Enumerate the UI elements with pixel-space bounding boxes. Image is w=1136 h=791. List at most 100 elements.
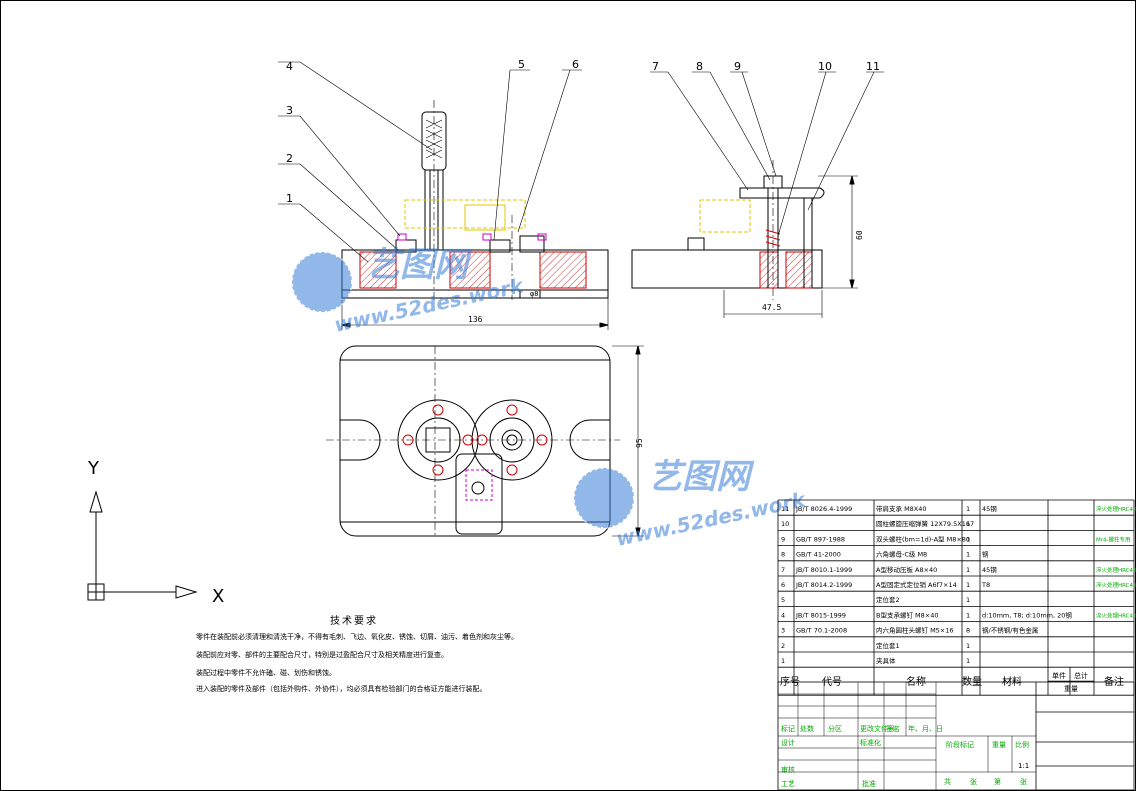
requirement-line-4: 进入装配的零件及部件（包括外购件、外协件），均必须具有检验部门的合格证方能进行装… (196, 685, 487, 693)
bom-cell-qty: 1 (966, 566, 970, 574)
bom-header-weight: 重量 (1064, 685, 1078, 693)
svg-text:比例: 比例 (1015, 740, 1029, 749)
bom-cell-no: 7 (781, 566, 785, 574)
bom-cell-note: 淬火处理HRC40 (1096, 505, 1136, 513)
bom-cell-material: 钢 (982, 551, 989, 559)
bom-cell-material: 45钢 (982, 566, 997, 574)
bom-cell-code: JB/T 8014.2-1999 (795, 581, 852, 589)
bom-cell-qty: 1 (966, 596, 970, 604)
bom-cell-code: GB/T 897-1988 (796, 535, 845, 543)
bom-cell-name: 定位套1 (876, 641, 900, 650)
bom-cell-no: 5 (781, 596, 785, 604)
svg-text:阶段标记: 阶段标记 (946, 740, 974, 749)
svg-text:标记: 标记 (781, 724, 795, 733)
clamp-plate (739, 187, 825, 199)
bom-table (777, 499, 1135, 696)
bom-cell-name: A型固定式定位销 A6f7×14 (876, 580, 957, 589)
bom-cell-no: 11 (781, 505, 789, 513)
bom-cell-no: 10 (781, 520, 789, 528)
svg-text:审核: 审核 (781, 765, 795, 774)
bom-cell-no: 8 (781, 551, 785, 559)
bom-cell-name: 双头螺柱(bm=1d)-A型 M8×80 (876, 534, 970, 543)
bom-cell-name: 圆柱螺旋压缩弹簧 12X79.5X167 (876, 519, 974, 528)
requirement-line-3: 装配过程中零件不允许磕、碰、划伤和锈蚀。 (196, 669, 336, 677)
requirement-line-2: 装配前应对零、部件的主要配合尺寸，特别是过盈配合尺寸及相关精度进行复查。 (196, 651, 448, 659)
bom-cell-qty: 1 (966, 611, 970, 619)
front-leaders (278, 61, 582, 263)
bom-cell-qty: 1 (966, 520, 970, 528)
svg-text:工艺: 工艺 (781, 780, 795, 788)
balloon-10: 10 (818, 60, 832, 73)
svg-text:第: 第 (994, 777, 1001, 786)
title-block (777, 681, 1135, 791)
bom-cell-qty: 1 (966, 642, 970, 650)
dim-phi: φ8 (530, 290, 538, 298)
balloon-8: 8 (696, 60, 703, 73)
hatch-left (359, 251, 397, 289)
bom-cell-name: 定位套2 (876, 595, 900, 604)
balloon-9: 9 (734, 60, 741, 73)
svg-text:更改文件号: 更改文件号 (860, 724, 895, 733)
balloon-5: 5 (518, 58, 525, 71)
bom-cell-note: 淬火处理HRC40 (1096, 566, 1136, 574)
bom-cell-note: 淬火处理HRC40 (1096, 611, 1136, 619)
svg-text:张: 张 (970, 777, 977, 786)
bom-cell-material: T8 (981, 581, 990, 589)
bom-cell-name: 六角螺母-C级 M8 (876, 550, 927, 559)
svg-text:标准化: 标准化 (860, 738, 881, 747)
top-outline (339, 345, 611, 537)
svg-text:年、月、日: 年、月、日 (908, 724, 943, 733)
bom-cell-qty: 1 (966, 535, 970, 543)
dim-side-width: 47.5 (762, 303, 781, 312)
balloon-2: 2 (286, 152, 293, 165)
svg-text:张: 张 (1020, 777, 1027, 786)
bom-cell-note: 淬火处理HRC40 (1096, 581, 1136, 589)
bom-cell-name: 内六角圆柱头螺钉 M5×16 (876, 626, 954, 635)
bom-cell-name: B型支承螺钉 M8×40 (876, 610, 939, 619)
svg-text:分区: 分区 (828, 724, 842, 733)
svg-text:签名: 签名 (886, 724, 900, 733)
svg-text:批准: 批准 (862, 779, 876, 788)
svg-text:重量: 重量 (992, 741, 1006, 749)
dim-side-height: 60 (855, 230, 864, 240)
bom-cell-no: 9 (781, 535, 785, 543)
svg-text:共: 共 (944, 777, 951, 786)
bom-cell-qty: 1 (966, 505, 970, 513)
workpiece-boss (464, 204, 506, 231)
dim-front-width: 136 (468, 315, 483, 324)
bom-cell-code: JB/T 8026.4-1999 (795, 505, 852, 513)
watermark-brand-2: 艺图网 (648, 457, 755, 497)
balloon-6: 6 (572, 58, 579, 71)
bom-cell-code: JB/T 8015-1999 (795, 611, 846, 619)
requirement-line-1: 零件在装配前必须清理和清洗干净，不得有毛刺、飞边、氧化皮、锈蚀、切屑、油污、着色… (196, 633, 518, 641)
bom-cell-qty: 1 (966, 551, 970, 559)
svg-text:设计: 设计 (781, 738, 795, 747)
bom-cell-name: 带肩支承 M8X40 (876, 504, 927, 513)
side-view (631, 160, 858, 318)
balloon-1: 1 (286, 192, 293, 205)
axis-x-label: X (212, 586, 224, 607)
bom-cell-no: 2 (781, 642, 785, 650)
bom-header-total: 总计 (1074, 671, 1088, 680)
bush-right (519, 235, 545, 253)
side-leaders (650, 71, 884, 237)
svg-text:1:1: 1:1 (1018, 762, 1029, 770)
bom-cell-name: A型移动压板 A8×40 (876, 565, 937, 574)
bom-cell-no: 3 (781, 627, 785, 635)
bom-cell-qty: 1 (966, 657, 970, 665)
bom-header-unit: 单件 (1052, 671, 1066, 680)
axis-y-label: Y (87, 458, 100, 479)
bom-cell-material: 钢/不锈钢/有色金属 (982, 626, 1038, 635)
watermark-brand-1: 艺图网 (366, 245, 473, 285)
watermark-2 (573, 467, 635, 529)
top-view (326, 345, 644, 537)
clamp-tongue (455, 453, 503, 535)
svg-text:处数: 处数 (800, 724, 814, 733)
bom-cell-name: 夹具体 (876, 656, 896, 665)
front-view (341, 100, 609, 330)
title-block-text: 标记 处数 分区 更改文件号 签名 年、月、日 设计 标准化 阶段标记 重量 比… (781, 724, 1029, 788)
bom-cell-qty: 8 (966, 627, 970, 635)
